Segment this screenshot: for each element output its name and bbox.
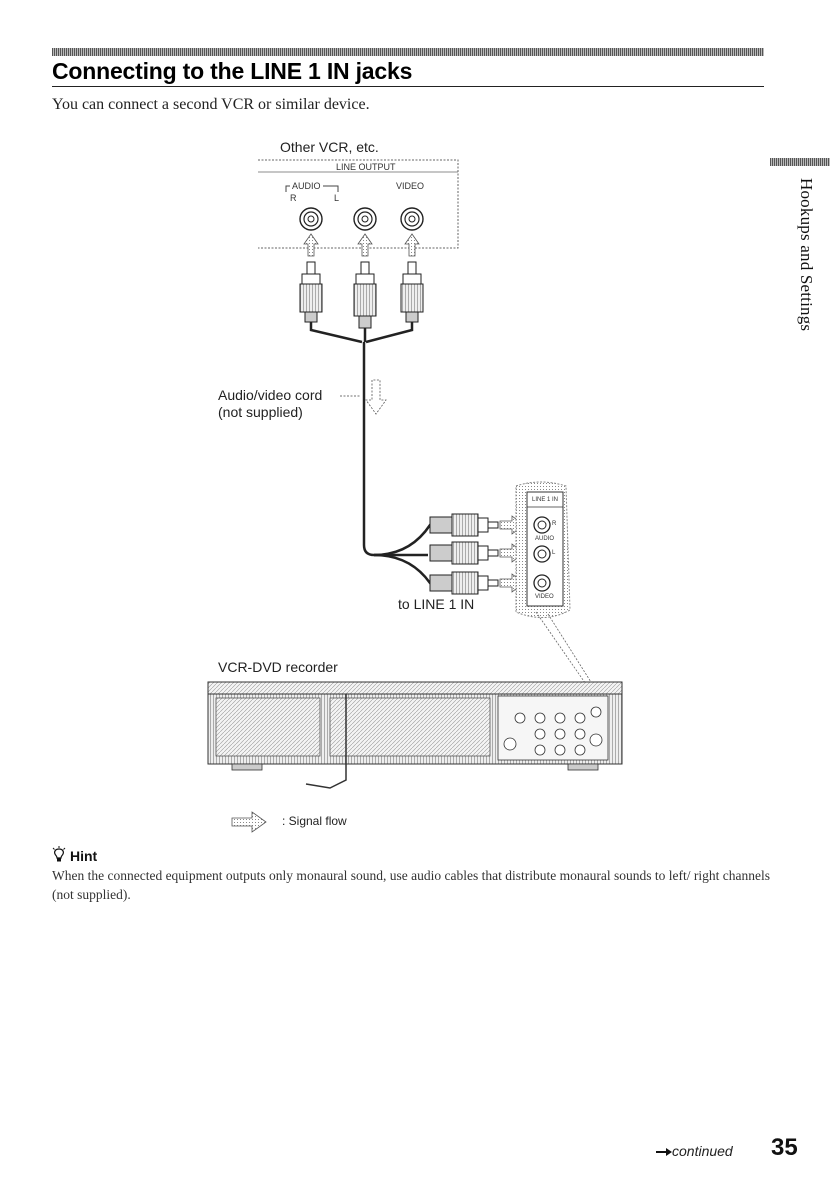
to-line-in-label: to LINE 1 IN [398,596,475,612]
cord-label-line2: (not supplied) [218,404,303,420]
plugs-horizontal [429,513,499,595]
signal-arrows-up [303,233,420,257]
signal-flow-legend-arrow [231,811,267,833]
intro-text: You can connect a second VCR or similar … [52,96,370,113]
other-vcr-panel [258,159,459,249]
panel-video-label: VIDEO [535,594,554,600]
audio-label: AUDIO [290,181,323,191]
jack-video [400,207,424,231]
continued-label: continued [672,1143,733,1159]
panel-audio-label: AUDIO [535,536,555,542]
hint-title: Hint [70,848,98,864]
recorder-label: VCR-DVD recorder [218,659,338,675]
panel-line-in-label: LINE 1 IN [532,497,559,503]
cord-callout [340,379,387,415]
left-channel-label: L [334,193,340,203]
right-channel-label: R [290,193,297,203]
av-cord [309,322,448,585]
title-rule [52,86,764,87]
page-number: 35 [771,1134,798,1161]
side-tab-marker [770,158,830,166]
continued-arrow-icon [656,1148,672,1156]
side-tab-label: Hookups and Settings [797,178,816,332]
other-vcr-label: Other VCR, etc. [280,139,379,155]
line-output-label: LINE OUTPUT [336,162,396,172]
page-title: Connecting to the LINE 1 IN jacks [52,58,413,84]
title-bar-decoration [52,48,764,56]
cord-label-line1: Audio/video cord [218,387,323,403]
jack-audio-r [299,207,323,231]
panel-l-label: L [552,550,556,556]
jack-audio-l [353,207,377,231]
lightbulb-icon [52,846,66,862]
line-in-panel [515,481,597,691]
hint-body: When the connected equipment outputs onl… [52,868,770,902]
signal-flow-label: : Signal flow [282,814,347,828]
vcr-dvd-recorder [207,681,623,789]
plugs-vertical [299,261,424,329]
panel-r-label: R [552,521,557,527]
video-label: VIDEO [396,181,425,191]
